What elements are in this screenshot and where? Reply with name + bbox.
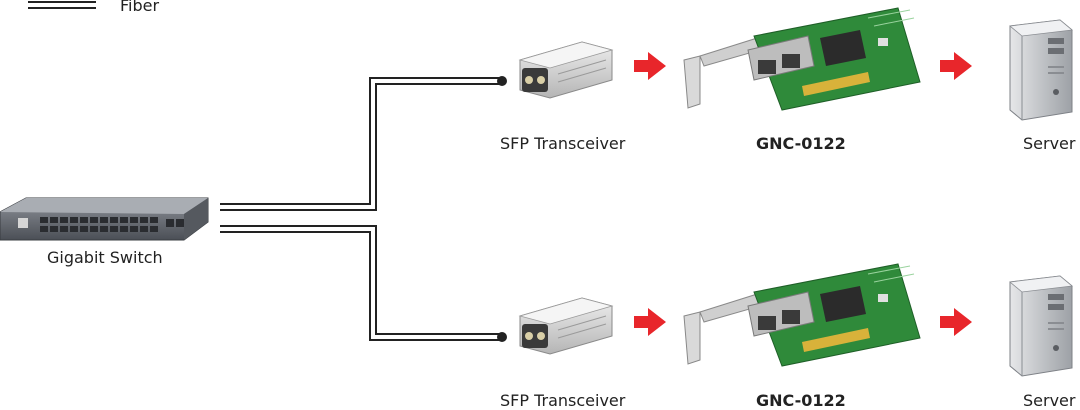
fiber-cable-top bbox=[220, 77, 500, 211]
arrow-nic-to-server-bottom bbox=[940, 308, 972, 336]
sfp-transceiver-image-top bbox=[519, 41, 613, 99]
server-image-top bbox=[1009, 19, 1073, 121]
arrow-nic-to-server-top bbox=[940, 52, 972, 80]
nic-card-label-top: GNC-0122 bbox=[756, 134, 846, 153]
gigabit-switch-image bbox=[0, 197, 209, 241]
gigabit-switch-label: Gigabit Switch bbox=[47, 248, 163, 267]
fiber-cable-bottom bbox=[220, 225, 500, 341]
server-image-bottom bbox=[1009, 275, 1073, 377]
server-label-bottom: Server bbox=[1023, 391, 1076, 410]
nic-card-image-bottom bbox=[683, 263, 921, 367]
legend-fiber-label: Fiber bbox=[120, 0, 160, 15]
sfp-transceiver-image-bottom bbox=[519, 297, 613, 355]
nic-card-label-bottom: GNC-0122 bbox=[756, 391, 846, 410]
cable-end-dot-top bbox=[497, 76, 507, 86]
sfp-transceiver-label-top: SFP Transceiver bbox=[500, 134, 626, 153]
server-label-top: Server bbox=[1023, 134, 1076, 153]
sfp-transceiver-label-bottom: SFP Transceiver bbox=[500, 391, 626, 410]
nic-card-image-top bbox=[683, 7, 921, 111]
legend-fiber-line bbox=[28, 1, 96, 9]
arrow-sfp-to-nic-bottom bbox=[634, 308, 666, 336]
cable-end-dot-bottom bbox=[497, 332, 507, 342]
arrow-sfp-to-nic-top bbox=[634, 52, 666, 80]
